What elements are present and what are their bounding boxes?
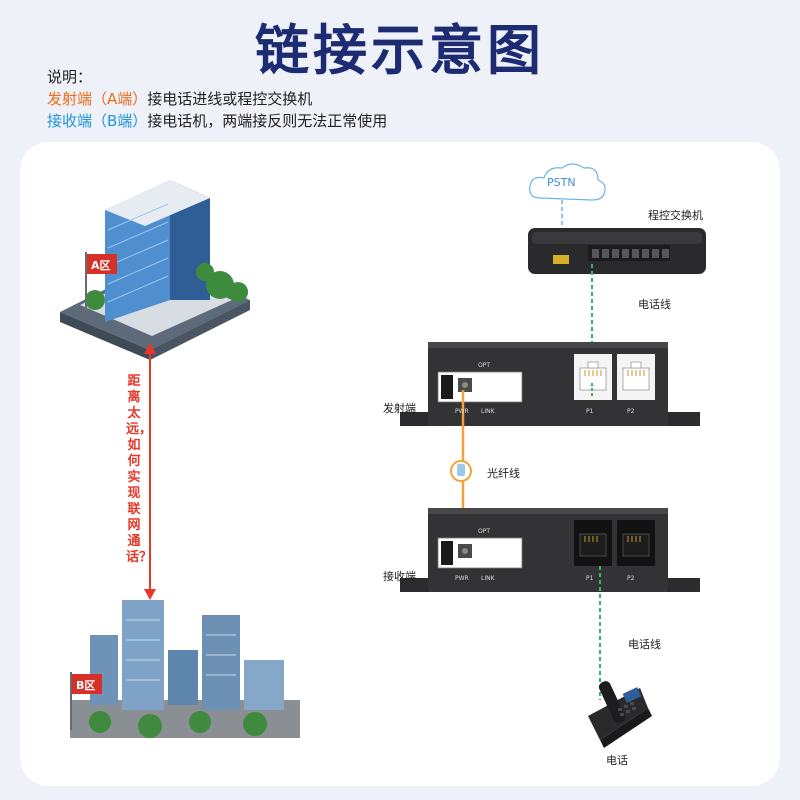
tx-pwr-label: PWR: [455, 408, 469, 415]
distance-question: 距离太远，如何实现联网通话？: [126, 374, 153, 565]
note-sender-prefix: 发射端（A端）: [47, 90, 148, 108]
transmitter-label: 发射端: [383, 402, 416, 415]
receiver-device: [400, 508, 700, 592]
rx-link-label: LINK: [481, 575, 495, 582]
rx-pwr-label: PWR: [455, 575, 469, 582]
building-a: [60, 180, 250, 360]
notes: 说明： 发射端（A端）接电话进线或程控交换机 接收端（B端）接电话机，两端接反则…: [47, 66, 387, 132]
phone-line-top-label: 电话线: [638, 298, 671, 311]
zone-a-label: A区: [91, 259, 111, 272]
tx-link-label: LINK: [481, 408, 495, 415]
fiber-label: 光纤线: [487, 467, 520, 480]
tx-p1-label: P1: [586, 408, 594, 415]
tx-p2-label: P2: [627, 408, 635, 415]
pstn-cloud: [529, 163, 606, 201]
distance-arrow: [144, 343, 156, 600]
note-receiver: 接收端（B端）接电话机，两端接反则无法正常使用: [47, 110, 387, 132]
pbx-label: 程控交换机: [648, 209, 703, 222]
building-b: [70, 600, 300, 738]
transmitter-device: [400, 342, 700, 426]
page-title: 链接示意图: [255, 19, 545, 82]
note-sender-text: 接电话进线或程控交换机: [147, 90, 313, 108]
pbx-device: [528, 228, 706, 274]
zone-b-label: B区: [76, 679, 96, 692]
phone-icon: [588, 681, 652, 748]
note-receiver-prefix: 接收端（B端）: [47, 112, 148, 130]
rx-p2-label: P2: [627, 575, 635, 582]
note-sender: 发射端（A端）接电话进线或程控交换机: [47, 88, 387, 110]
receiver-label: 接收端: [383, 570, 416, 583]
rx-p1-label: P1: [586, 575, 594, 582]
notes-heading: 说明：: [47, 68, 93, 86]
tx-opt-label: OPT: [478, 362, 491, 369]
note-receiver-text: 接电话机，两端接反则无法正常使用: [147, 112, 388, 130]
rx-opt-label: OPT: [478, 528, 491, 535]
phone-line-bottom-label: 电话线: [628, 638, 661, 651]
phone-label: 电话: [606, 754, 628, 767]
pstn-label: PSTN: [547, 176, 576, 189]
